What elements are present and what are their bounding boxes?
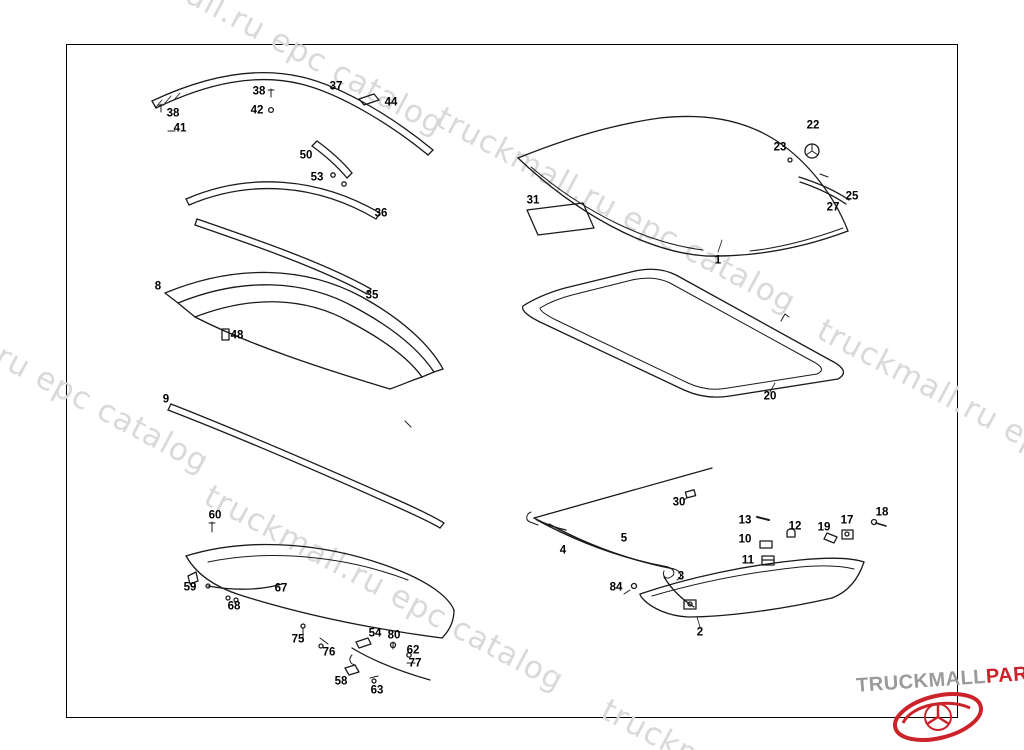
part-label-38: 38 [166,107,180,120]
part-label-3: 3 [677,570,685,583]
part-label-53: 53 [310,171,324,184]
part-label-10: 10 [738,533,752,546]
part-label-31: 31 [526,194,540,207]
part-label-38: 38 [252,85,266,98]
part-label-80: 80 [387,629,401,642]
part-label-67: 67 [274,582,288,595]
part-label-20: 20 [763,390,777,403]
diagram-frame [66,44,958,718]
part-label-5: 5 [620,532,628,545]
part-36-strip [185,181,381,220]
part-label-30: 30 [672,496,686,509]
part-label-11: 11 [741,554,755,567]
part-label-77: 77 [408,657,422,670]
part-label-9: 9 [162,393,170,406]
part-label-44: 44 [384,96,398,109]
part-label-37: 37 [329,80,343,93]
part-label-50: 50 [299,149,313,162]
part-label-1: 1 [714,254,722,267]
part-label-84: 84 [609,581,623,594]
part-label-23: 23 [773,141,787,154]
part-8-seal-frame [164,271,444,390]
part-label-36: 36 [374,207,388,220]
part-label-8: 8 [154,280,162,293]
part-label-13: 13 [738,514,752,527]
part-label-4: 4 [559,544,567,557]
part-label-54: 54 [368,627,382,640]
part-50-strip [311,140,353,187]
part-label-76: 76 [322,646,336,659]
part-31-pad [526,202,595,236]
part-label-35: 35 [365,289,379,302]
part-label-18: 18 [875,506,889,519]
logo-red-text: PARTS [985,661,1024,688]
bottom-left-hardware [300,623,431,684]
part-label-58: 58 [334,675,348,688]
part-label-41: 41 [173,122,187,135]
part-9-strip [167,403,445,529]
part-label-48: 48 [230,329,244,342]
part-67-bow-panel [185,521,455,639]
part-label-12: 12 [788,520,802,533]
part-37-weatherstrip [151,71,434,156]
part-label-27: 27 [826,201,840,214]
part-label-22: 22 [806,119,820,132]
part-35-strip [194,218,372,295]
part-20-seal-ring [521,268,845,398]
part-label-17: 17 [840,514,854,527]
part-1-trunk-lid [517,115,850,257]
part-label-68: 68 [227,600,241,613]
part-label-63: 63 [370,684,384,697]
part-label-19: 19 [817,521,831,534]
part-label-75: 75 [291,633,305,646]
truckmall-logo-emblem [893,692,983,742]
part-label-42: 42 [250,104,264,117]
part-label-60: 60 [208,509,222,522]
part-label-25: 25 [845,190,859,203]
part-2-rear-panel [639,557,865,628]
part-label-62: 62 [406,644,420,657]
part-label-59: 59 [183,581,197,594]
part-label-2: 2 [696,626,704,639]
bottom-right-hardware [756,516,887,566]
